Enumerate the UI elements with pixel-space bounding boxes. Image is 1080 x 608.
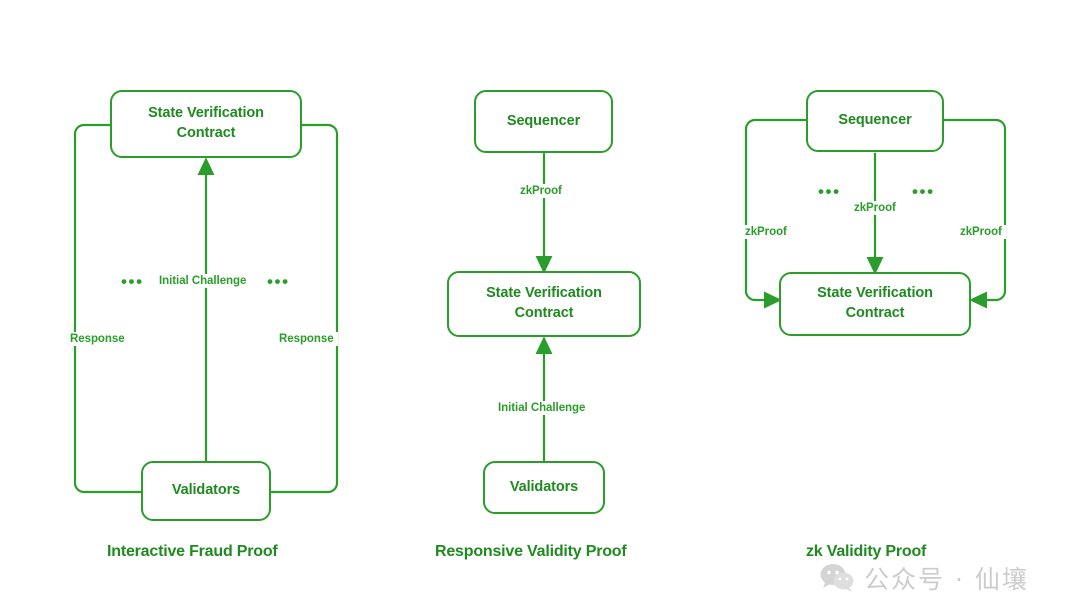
node-label-line1: Validators <box>509 478 579 495</box>
node-sequencer-2[interactable]: Sequencer <box>474 90 613 153</box>
edge-label-zkproof-center-3: zkProof <box>850 201 900 215</box>
ellipsis-left-1: ••• <box>119 272 146 291</box>
node-label-line1: State Verification <box>817 285 933 302</box>
caption-responsive-validity-proof: Responsive Validity Proof <box>435 543 627 560</box>
node-sequencer-3[interactable]: Sequencer <box>806 90 944 152</box>
edge-sequencer-right-loop <box>944 118 1007 309</box>
node-label-line2: Contract <box>845 305 905 321</box>
edge-label-initial-challenge-2: Initial Challenge <box>494 401 590 415</box>
edge-label-response-left-1: Response <box>66 332 129 346</box>
node-validators-1[interactable]: Validators <box>141 461 271 521</box>
node-validators-2[interactable]: Validators <box>483 461 605 514</box>
edge-label-response-right-1: Response <box>275 332 338 346</box>
edge-label-zkproof-left-3: zkProof <box>741 225 791 239</box>
edge-label-initial-challenge-1: Initial Challenge <box>155 274 251 288</box>
ellipsis-right-3: ••• <box>910 182 937 201</box>
node-state-verification-contract-3[interactable]: State Verification Contract <box>779 272 971 336</box>
node-label-line1: Sequencer <box>838 112 912 129</box>
edge-label-zkproof-2: zkProof <box>516 184 566 198</box>
node-label-line2: Contract <box>176 125 236 141</box>
edge-svc-right-loop <box>271 123 339 494</box>
node-label-line1: Validators <box>171 482 241 499</box>
caption-zk-validity-proof: zk Validity Proof <box>806 543 927 560</box>
edge-label-zkproof-right-3: zkProof <box>956 225 1006 239</box>
node-state-verification-contract-1[interactable]: State Verification Contract <box>110 90 302 158</box>
caption-interactive-fraud-proof: Interactive Fraud Proof <box>107 543 278 560</box>
edge-svc-left-loop <box>73 123 141 494</box>
ellipsis-left-3: ••• <box>816 182 843 201</box>
node-label-line1: State Verification <box>486 285 602 302</box>
node-label-line1: State Verification <box>148 105 264 122</box>
node-label-line2: Contract <box>514 305 574 321</box>
node-state-verification-contract-2[interactable]: State Verification Contract <box>447 271 641 337</box>
ellipsis-right-1: ••• <box>265 272 292 291</box>
node-label-line1: Sequencer <box>506 112 581 129</box>
edge-sequencer-left-loop <box>744 118 806 309</box>
